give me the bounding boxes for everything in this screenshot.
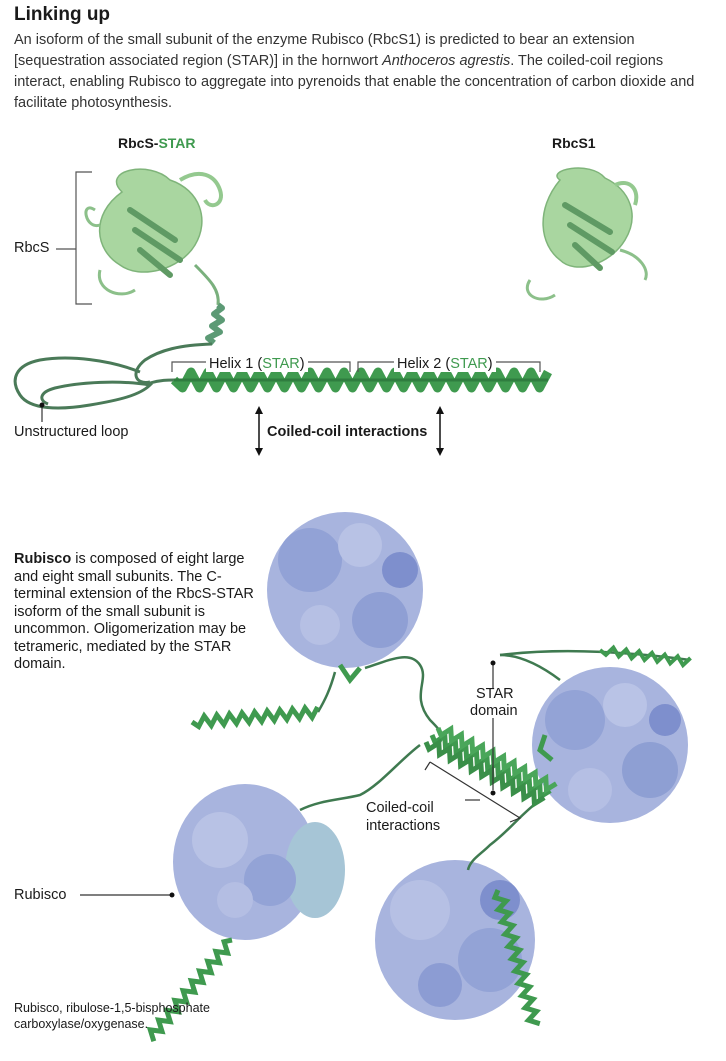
rubisco-description: Rubisco is composed of eight large and e…: [14, 551, 254, 674]
star-domain-line2: domain: [470, 703, 518, 719]
intro-part1: An isoform of the small subunit of the e…: [14, 32, 635, 69]
rubisco-label: Rubisco: [14, 887, 67, 903]
rubisco-bold: Rubisco: [14, 551, 72, 567]
star-domain-line1: STAR: [476, 686, 514, 702]
rubisco-right: [532, 667, 688, 823]
coiled-coil-line2: interactions: [366, 818, 441, 834]
rbcs-star-word: STAR: [158, 135, 196, 151]
helix2-close: ): [487, 356, 493, 372]
intro-text: An isoform of the small subunit of the e…: [14, 30, 714, 114]
helix2-prefix: Helix 2 (: [397, 356, 451, 372]
coiled-coil-line1: Coiled-coil: [366, 800, 434, 816]
star-helix: [170, 367, 552, 393]
footnote: Rubisco, ribulose-1,5-bisphosphate carbo…: [14, 1001, 210, 1031]
rubisco-left: [173, 784, 345, 940]
pointer-dots: [169, 660, 496, 898]
rbcs1-header: RbcS1: [552, 135, 596, 151]
rbcs-star-structure: [13, 168, 225, 410]
rbcs-star-header: RbcS-STAR: [118, 135, 196, 151]
coiled-coil-arrows: [255, 406, 444, 456]
coiled-coil-interactions-label: Coiled-coil interactions: [267, 424, 428, 440]
rbcs-bracket: [56, 171, 92, 305]
helix1-star: STAR: [262, 356, 300, 372]
unstructured-loop-label: Unstructured loop: [14, 424, 129, 440]
rubisco-description-text: is composed of eight large and eight sma…: [14, 551, 254, 672]
linker-strands: [299, 649, 691, 871]
helix1-close: ): [299, 356, 305, 372]
rbcs1-structure: [526, 167, 648, 301]
intro-species: Anthoceros agrestis: [382, 53, 511, 69]
rubisco-top: [267, 512, 423, 685]
intro-part2: . The coiled-coil regions interact, enab…: [14, 53, 695, 111]
side-helices: [146, 644, 692, 1042]
figure-title: Linking up: [14, 4, 111, 25]
rbcs-prefix: RbcS-: [118, 135, 159, 151]
helix2-label: Helix 2 (STAR): [394, 356, 496, 372]
loop-pointer: [39, 402, 45, 422]
helix2-star: STAR: [450, 356, 488, 372]
annotation-pointers: [80, 665, 522, 896]
helix1-prefix: Helix 1 (: [209, 356, 263, 372]
helix1-label: Helix 1 (STAR): [206, 356, 308, 372]
rbcs-label: RbcS: [14, 240, 50, 256]
coiled-coil-bundle: [423, 724, 558, 809]
